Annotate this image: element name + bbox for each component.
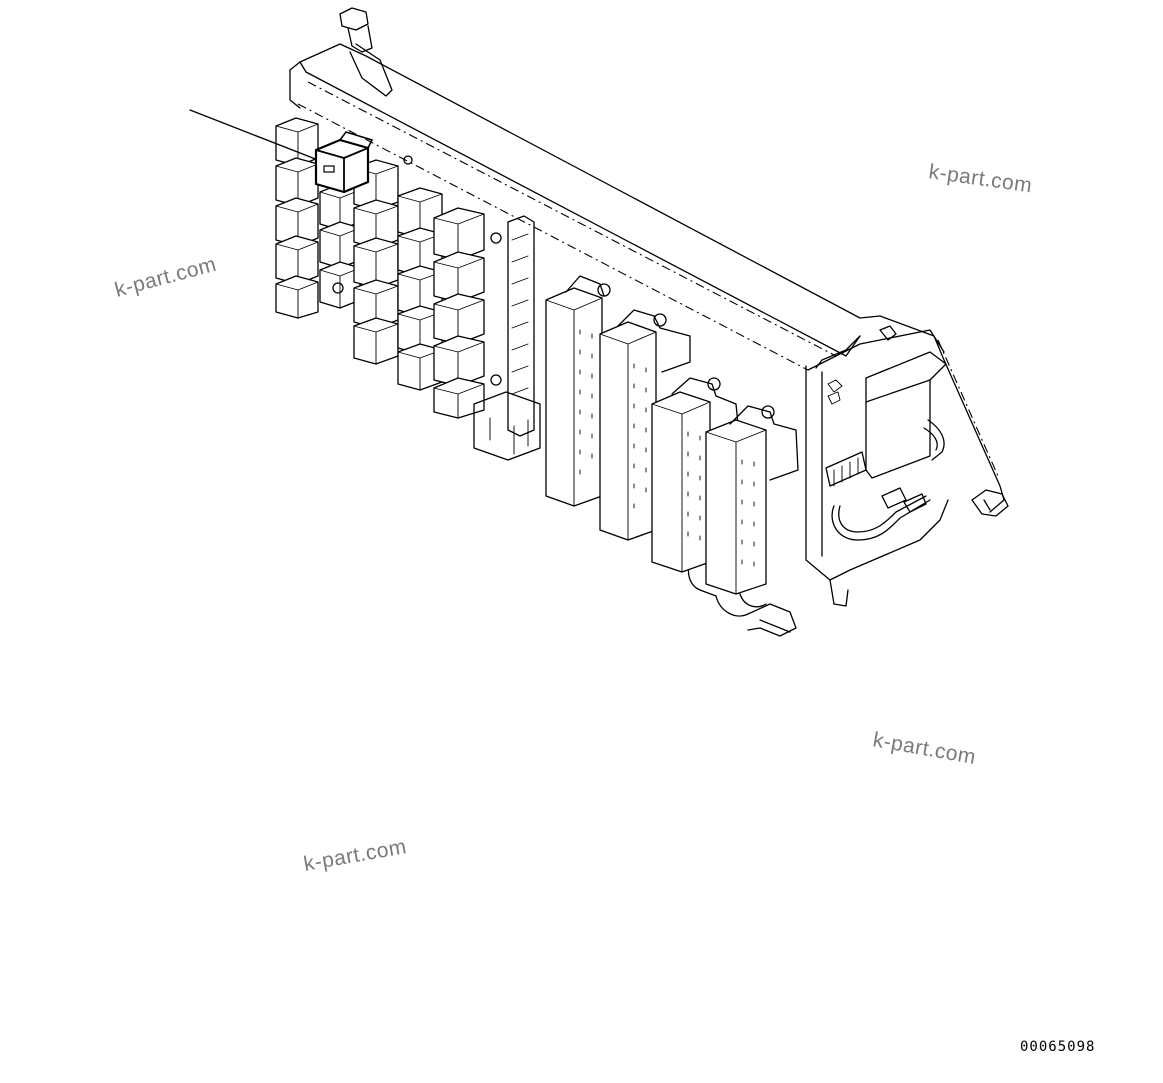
- terminal-strip-left: [473, 215, 541, 461]
- watermarks: k-part.com k-part.com k-part.com k-part.…: [112, 160, 1033, 876]
- connector-block-3: [651, 377, 739, 573]
- mounting-frame: [289, 7, 1009, 637]
- relay-bank: [275, 117, 502, 419]
- figure-number: 00065098: [1020, 1039, 1095, 1055]
- watermark-top-left: k-part.com: [112, 253, 219, 302]
- leader-line: [189, 109, 319, 161]
- watermark-top-right: k-part.com: [927, 160, 1033, 197]
- connector-block-4: [705, 405, 799, 595]
- watermark-middle-right: k-part.com: [871, 728, 978, 769]
- connector-block-2: [599, 309, 691, 541]
- highlighted-relay: [189, 109, 374, 194]
- watermark-bottom-left: k-part.com: [302, 835, 409, 876]
